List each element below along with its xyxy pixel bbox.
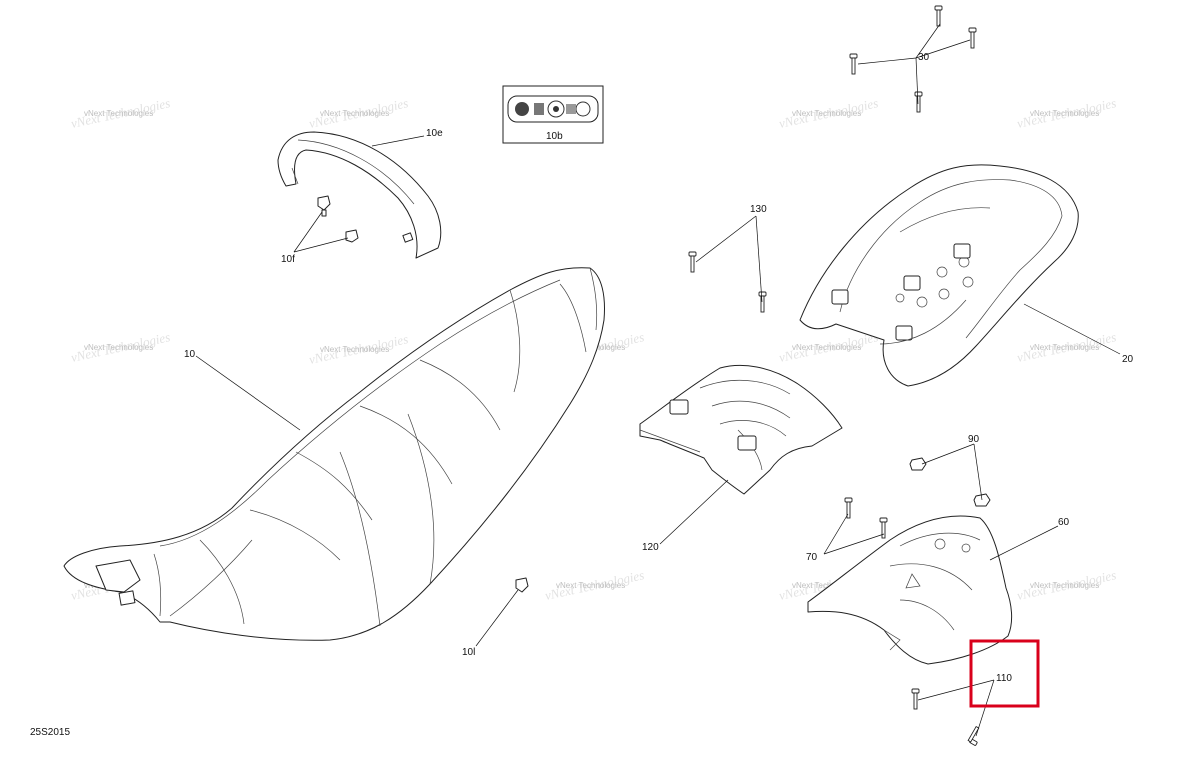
callout-10b: 10b: [546, 131, 563, 142]
callout-labels: 10e 10b 10f 10 10l 30 130 20 120 90 70 6…: [184, 52, 1134, 684]
part-10b-decal[interactable]: [502, 85, 604, 144]
watermark-text: vNext Technologies: [1030, 109, 1099, 118]
part-130-screws[interactable]: [688, 251, 767, 313]
callout-120: 120: [642, 542, 659, 553]
part-10e-strap[interactable]: [277, 131, 442, 259]
watermark: vNext Technologies vNext Technologies: [1016, 95, 1118, 131]
watermark: vNext Technologies vNext Technologies: [308, 331, 410, 367]
watermark: vNext Technologies vNext Technologies: [1016, 329, 1118, 365]
screw: [914, 91, 923, 113]
watermark-text: vNext Technologies: [320, 109, 389, 118]
callout-30: 30: [918, 52, 930, 63]
part-90-nuts[interactable]: [909, 457, 991, 507]
watermark-text: vNext Technologies: [792, 343, 861, 352]
part-10l-clip[interactable]: [515, 577, 529, 593]
callout-10f: 10f: [281, 254, 295, 265]
part-110-screws[interactable]: [911, 688, 980, 746]
screw: [934, 5, 943, 27]
callout-70: 70: [806, 552, 818, 563]
screw: [911, 688, 920, 710]
callout-60: 60: [1058, 517, 1070, 528]
watermark: vNext Technologies vNext Technologies: [778, 329, 880, 365]
part-10f-clips[interactable]: [317, 195, 359, 243]
watermark: vNext Technologies vNext Technologies: [70, 95, 172, 131]
part-70-screws[interactable]: [844, 497, 888, 539]
screw: [849, 53, 858, 75]
watermark-text: vNext Technologies: [792, 581, 861, 590]
screw: [758, 291, 767, 313]
callout-20: 20: [1122, 354, 1134, 365]
screw: [967, 725, 980, 746]
watermark: vNext Technologies vNext Technologies: [308, 95, 410, 131]
callout-130: 130: [750, 204, 767, 215]
part-60-tail-support[interactable]: [807, 515, 1013, 665]
watermark: vNext Technologies vNext Technologies: [778, 95, 880, 131]
callout-90: 90: [968, 434, 980, 445]
screw: [968, 27, 977, 49]
drawing-code: 25S2015: [30, 727, 70, 738]
watermark: vNext Technologies vNext Technologies: [544, 567, 646, 603]
part-20-grab-frame[interactable]: [799, 164, 1079, 387]
watermark: vNext Technologies vNext Technologies: [70, 329, 172, 365]
watermark-text: vNext Technologies: [1030, 343, 1099, 352]
watermark: vNext Technologies vNext Technologies: [1016, 567, 1118, 603]
highlight-box-110: [969, 639, 1040, 708]
watermark-text: vNext Technologies: [84, 343, 153, 352]
watermark-text: vNext Technologies: [320, 345, 389, 354]
leader-lines: [195, 23, 1121, 737]
callout-110: 110: [996, 673, 1012, 684]
part-10-seat[interactable]: [63, 267, 605, 641]
part-120-bracket[interactable]: [639, 364, 843, 495]
watermark-text: vNext Technologies: [556, 581, 625, 590]
screw: [844, 497, 853, 519]
watermark-text: vNext Technologies: [84, 109, 153, 118]
screw: [688, 251, 697, 273]
watermark-text: vNext Technologies: [1030, 581, 1099, 590]
watermark-text: vNext Technologies: [792, 109, 861, 118]
callout-10e: 10e: [426, 128, 443, 139]
callout-10: 10: [184, 349, 196, 360]
callout-10l: 10l: [462, 647, 475, 658]
screw: [879, 517, 888, 539]
